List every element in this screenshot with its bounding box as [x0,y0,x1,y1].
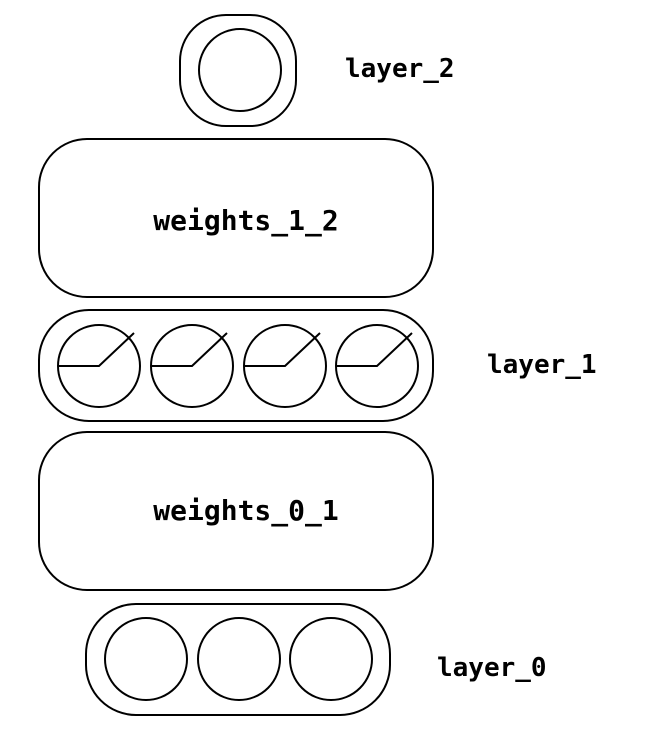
layer-2-group: layer_2 [179,14,455,127]
relu-curve-icon [245,332,321,367]
layer-1-label: layer_1 [487,350,597,380]
layer-1-neuron [335,324,419,408]
layer-0-neuron [197,617,281,701]
layer-0-group: layer_0 [85,603,547,716]
layer-0-neuron [104,617,188,701]
layer-1-neuron [150,324,234,408]
weights-0-1-group: weights_0_1 [38,431,434,591]
layer-0-neuron [289,617,373,701]
relu-curve-icon [337,332,413,367]
layer-2-neuron [198,28,282,112]
layer-0-label: layer_0 [437,653,547,683]
layer-1-neuron [57,324,141,408]
layer-1-group: layer_1 [38,309,597,422]
relu-curve-icon [59,332,135,367]
weights-1-2-group: weights_1_2 [38,138,434,298]
layer-2-label: layer_2 [345,54,455,84]
layer-1-neuron [243,324,327,408]
weights-1-2-box [38,138,434,298]
relu-curve-icon [152,332,228,367]
layer-1-container [38,309,434,422]
weights-0-1-label: weights_0_1 [153,494,338,527]
weights-1-2-label: weights_1_2 [153,204,338,237]
weights-0-1-box [38,431,434,591]
